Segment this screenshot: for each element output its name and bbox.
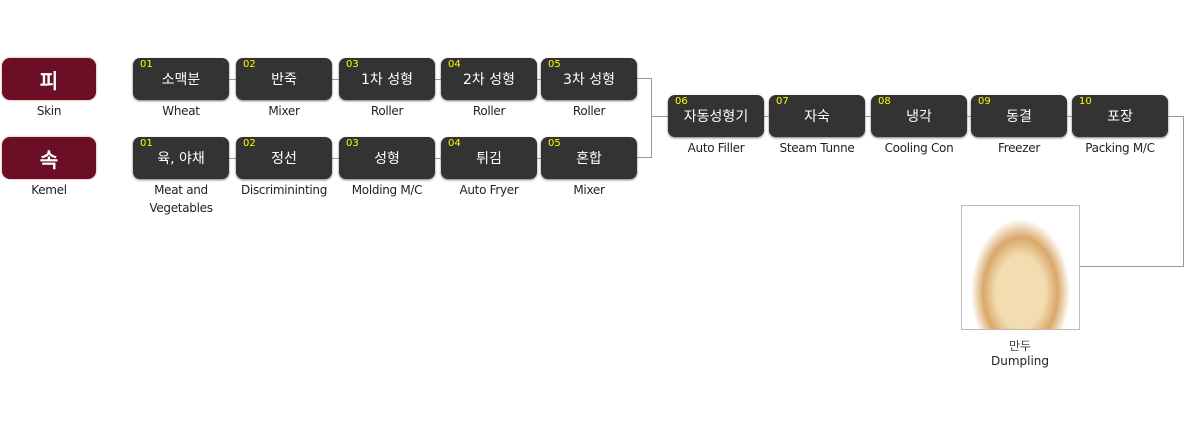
dumpling-image <box>961 205 1080 330</box>
step-name-en: Roller <box>370 104 404 118</box>
step-number: 02 <box>243 59 256 70</box>
step-name-en: Steam Tunne <box>779 141 855 155</box>
step-number: 03 <box>346 59 359 70</box>
step-number: 02 <box>243 138 256 149</box>
step-name-ko: 튀김 <box>476 151 502 167</box>
step-number: 09 <box>978 96 991 107</box>
step-name-ko: 육, 야채 <box>157 151 205 167</box>
step-name-en: Mixer <box>573 183 605 197</box>
process-step-box[interactable]: 02 반죽 <box>236 58 332 100</box>
product-name-ko: 만두 <box>1008 339 1032 353</box>
step-name-ko: 반죽 <box>271 72 297 88</box>
step-number: 06 <box>675 96 688 107</box>
step-name-ko: 혼합 <box>576 151 602 167</box>
process-step-box[interactable]: 01 육, 야채 <box>133 137 229 179</box>
step-name-en: Molding M/C <box>351 183 423 197</box>
process-step-box[interactable]: 03 성형 <box>339 137 435 179</box>
step-name-en: Roller <box>472 104 506 118</box>
step-name-en: Meat and Vegetables <box>149 183 213 215</box>
step-name-en: Freezer <box>998 141 1040 155</box>
process-step-box[interactable]: 07 자숙 <box>769 95 865 137</box>
step-name-en: Auto Fryer <box>459 183 519 197</box>
connector <box>637 157 651 158</box>
step-number: 01 <box>140 59 153 70</box>
category-label: Skin <box>36 104 62 118</box>
connector <box>1078 266 1184 267</box>
step-name-ko: 동결 <box>1006 109 1032 125</box>
product-name-en: Dumpling <box>990 354 1050 368</box>
process-step-box[interactable]: 02 정선 <box>236 137 332 179</box>
process-step-box[interactable]: 01 소맥분 <box>133 58 229 100</box>
process-step-box[interactable]: 10 포장 <box>1072 95 1168 137</box>
step-number: 05 <box>548 59 561 70</box>
connector <box>637 78 651 79</box>
category-label: Kemel <box>31 183 67 197</box>
connector <box>1183 116 1184 267</box>
connector <box>1168 116 1183 117</box>
category-badge: 속 <box>2 137 96 179</box>
step-number: 04 <box>448 138 461 149</box>
step-name-ko: 2차 성형 <box>463 72 515 88</box>
step-name-ko: 포장 <box>1107 109 1133 125</box>
step-number: 04 <box>448 59 461 70</box>
step-name-ko: 소맥분 <box>161 72 201 88</box>
process-step-box[interactable]: 05 혼합 <box>541 137 637 179</box>
step-name-en: Wheat <box>162 104 200 118</box>
step-name-ko: 냉각 <box>906 109 932 125</box>
step-name-ko: 자숙 <box>804 109 830 125</box>
step-name-en: Cooling Con <box>884 141 954 155</box>
step-name-en: Discrimininting <box>240 183 328 197</box>
process-step-box[interactable]: 04 튀김 <box>441 137 537 179</box>
step-number: 08 <box>878 96 891 107</box>
step-name-en: Roller <box>572 104 606 118</box>
step-number: 05 <box>548 138 561 149</box>
process-step-box[interactable]: 08 냉각 <box>871 95 967 137</box>
step-name-en: Mixer <box>268 104 300 118</box>
process-step-box[interactable]: 09 동결 <box>971 95 1067 137</box>
step-name-ko: 정선 <box>271 151 297 167</box>
connector <box>651 78 652 158</box>
step-name-ko: 3차 성형 <box>563 72 615 88</box>
process-step-box[interactable]: 06 자동성형기 <box>668 95 764 137</box>
step-name-ko: 자동성형기 <box>683 109 749 125</box>
step-number: 01 <box>140 138 153 149</box>
step-name-en: Auto Filler <box>687 141 745 155</box>
step-name-en: Packing M/C <box>1085 141 1155 155</box>
step-name-ko: 1차 성형 <box>361 72 413 88</box>
category-badge: 피 <box>2 58 96 100</box>
step-name-ko: 성형 <box>374 151 400 167</box>
step-number: 07 <box>776 96 789 107</box>
step-number: 10 <box>1079 96 1092 107</box>
step-number: 03 <box>346 138 359 149</box>
